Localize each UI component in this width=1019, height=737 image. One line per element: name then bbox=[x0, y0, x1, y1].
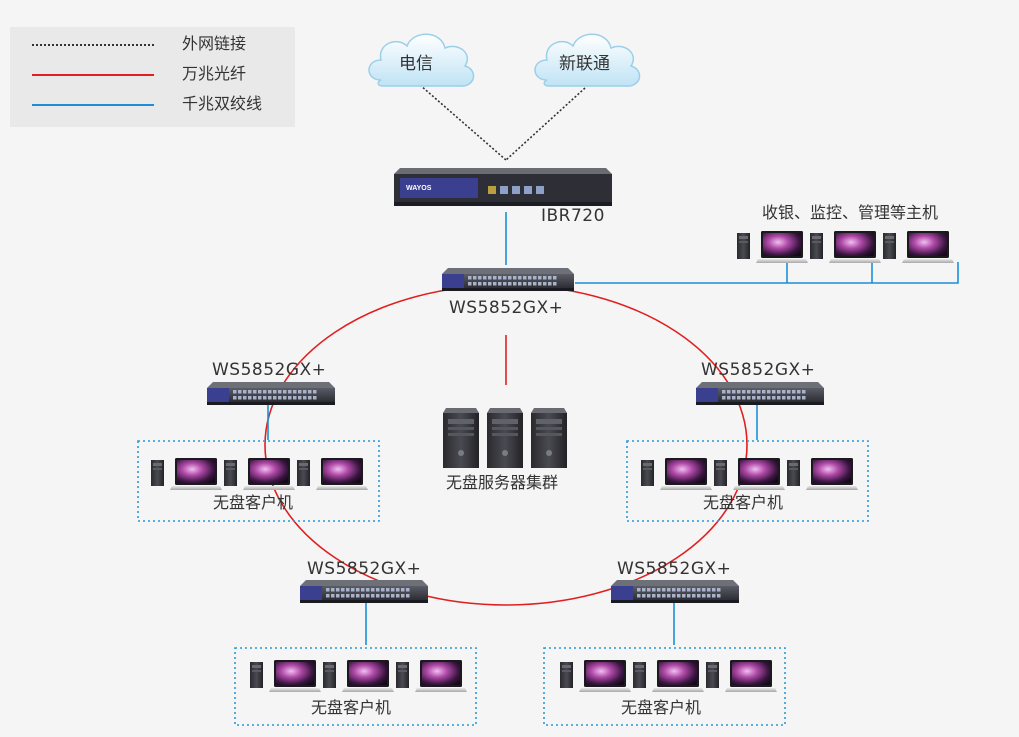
client-label-left: 无盘客户机 bbox=[213, 493, 294, 512]
pc-tower-icon bbox=[250, 662, 263, 688]
laptop-icon bbox=[733, 458, 785, 490]
legend-item-fiber: 万兆光纤 bbox=[32, 64, 282, 84]
legend-label: 千兆双绞线 bbox=[182, 94, 263, 113]
laptop-icon bbox=[652, 660, 704, 692]
switch-label-right: WS5852GX+ bbox=[701, 360, 816, 380]
switch-left-icon bbox=[207, 382, 335, 405]
internet-link-unicom bbox=[505, 87, 586, 161]
client-cluster-boxes bbox=[137, 440, 869, 726]
pc-tower-icon bbox=[633, 662, 646, 688]
switch-label-left: WS5852GX+ bbox=[212, 360, 327, 380]
legend-red-line bbox=[32, 74, 154, 76]
server-cluster-icon bbox=[443, 408, 567, 468]
pc-tower-icon bbox=[224, 460, 237, 486]
pc-tower-icon bbox=[396, 662, 409, 688]
server-tower-icon bbox=[531, 408, 567, 468]
switch-label-bottom-left: WS5852GX+ bbox=[307, 559, 422, 579]
pc-tower-icon bbox=[706, 662, 719, 688]
pc-tower-icon bbox=[737, 233, 750, 259]
cloud-telecom-icon bbox=[368, 33, 475, 87]
pc-tower-icon bbox=[641, 460, 654, 486]
laptop-icon bbox=[269, 660, 321, 692]
internet-link-telecom bbox=[419, 84, 507, 161]
legend-item-copper: 千兆双绞线 bbox=[32, 94, 282, 114]
pc-tower-icon bbox=[323, 662, 336, 688]
laptop-icon bbox=[756, 231, 808, 263]
switch-core-icon bbox=[442, 268, 574, 291]
server-tower-icon bbox=[443, 408, 479, 468]
switch-label-bottom-right: WS5852GX+ bbox=[617, 559, 732, 579]
legend-dotted-line bbox=[32, 44, 154, 46]
switch-right-icon bbox=[696, 382, 824, 405]
server-tower-icon bbox=[487, 408, 523, 468]
router-label: IBR720 bbox=[541, 206, 605, 226]
client-label-bottom-right: 无盘客户机 bbox=[621, 698, 702, 717]
pc-tower-icon bbox=[151, 460, 164, 486]
switch-bottom-right-icon bbox=[611, 580, 739, 603]
legend-item-internet: 外网链接 bbox=[32, 34, 282, 54]
laptop-icon bbox=[342, 660, 394, 692]
pc-tower-icon bbox=[883, 233, 896, 259]
laptop-icon bbox=[660, 458, 712, 490]
legend-label: 万兆光纤 bbox=[182, 64, 247, 83]
legend-label: 外网链接 bbox=[182, 34, 247, 53]
laptop-icon bbox=[725, 660, 777, 692]
client-label-right: 无盘客户机 bbox=[703, 493, 784, 512]
laptop-icon bbox=[415, 660, 467, 692]
laptop-icon bbox=[243, 458, 295, 490]
computers-layer bbox=[151, 231, 954, 692]
switch-bottom-left-icon bbox=[300, 580, 428, 603]
cloud-label-telecom: 电信 bbox=[399, 54, 433, 74]
laptop-icon bbox=[170, 458, 222, 490]
pc-tower-icon bbox=[787, 460, 800, 486]
pc-tower-icon bbox=[297, 460, 310, 486]
cloud-unicom-icon bbox=[534, 33, 641, 87]
router-brand: WAYOS bbox=[406, 185, 432, 192]
server-cluster-label: 无盘服务器集群 bbox=[446, 473, 559, 492]
router-icon: WAYOS bbox=[394, 168, 612, 206]
laptop-icon bbox=[829, 231, 881, 263]
cloud-label-unicom: 新联通 bbox=[559, 54, 610, 74]
legend-blue-line bbox=[32, 104, 154, 106]
pc-tower-icon bbox=[714, 460, 727, 486]
switch-label-core: WS5852GX+ bbox=[449, 298, 564, 318]
laptop-icon bbox=[902, 231, 954, 263]
switches-layer bbox=[207, 268, 824, 603]
laptop-icon bbox=[316, 458, 368, 490]
laptop-icon bbox=[579, 660, 631, 692]
legend: 外网链接 万兆光纤 千兆双绞线 bbox=[10, 27, 295, 127]
copper-links bbox=[267, 212, 959, 645]
pc-tower-icon bbox=[560, 662, 573, 688]
laptop-icon bbox=[806, 458, 858, 490]
pc-tower-icon bbox=[810, 233, 823, 259]
client-label-bottom-left: 无盘客户机 bbox=[311, 698, 392, 717]
hosts-label: 收银、监控、管理等主机 bbox=[762, 203, 939, 222]
